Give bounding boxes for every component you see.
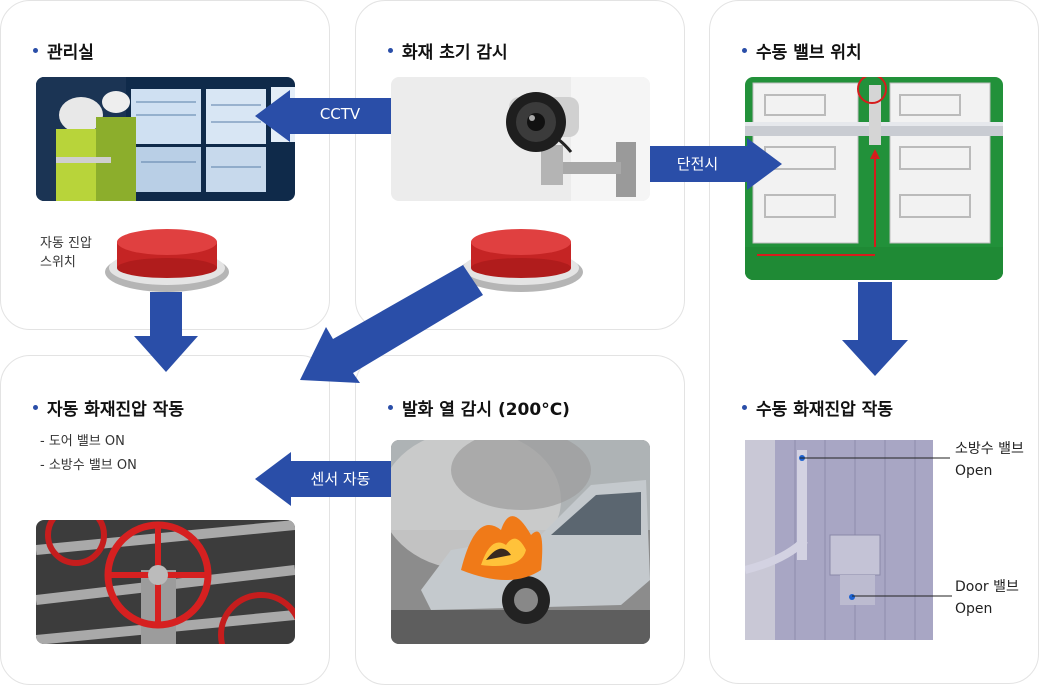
detail-door-valve: - 도어 밸브 ON <box>40 434 125 449</box>
control-room-photo <box>36 77 295 201</box>
title-valve-position: 수동 밸브 위치 <box>742 38 862 63</box>
red-push-button-center <box>459 229 583 292</box>
title-manual-suppress: 수동 화재진압 작동 <box>742 395 893 420</box>
switch-label-line2: 스위치 <box>40 255 76 270</box>
sensor-arrow-label: 센서 자동 <box>310 470 371 488</box>
valve-diagram <box>745 77 1003 280</box>
power-cut-arrow-label: 단전시 <box>676 155 719 173</box>
title-early-detect: 화재 초기 감시 <box>388 38 508 63</box>
diagonal-arrow <box>300 265 483 383</box>
door-valve-callout: Door 밸브 Open <box>955 579 1019 617</box>
fire-valve-leader-line <box>800 457 950 459</box>
sensor-arrow <box>255 452 391 506</box>
bullet-dot <box>388 48 393 53</box>
cctv-camera-photo <box>391 77 650 201</box>
door-valve-leader-line <box>852 595 952 597</box>
title-heat-detect: 발화 열 감시 (200°C) <box>388 395 570 420</box>
title-auto-suppress: 자동 화재진압 작동 <box>33 395 184 420</box>
bullet-dot <box>33 48 38 53</box>
burning-car-photo <box>391 440 650 644</box>
bullet-dot <box>33 405 38 410</box>
down-arrow-left <box>134 292 198 372</box>
fire-valve-callout: 소방수 밸브 Open <box>955 441 1024 479</box>
container-unit-photo <box>745 440 933 644</box>
detail-fire-valve: - 소방수 밸브 ON <box>40 458 137 473</box>
power-cut-arrow <box>650 138 782 190</box>
down-arrow-right <box>842 282 908 376</box>
bullet-dot <box>388 405 393 410</box>
cctv-arrow-label: CCTV <box>319 105 361 123</box>
title-control-room: 관리실 <box>33 38 94 63</box>
bullet-dot <box>742 48 747 53</box>
switch-label-line1: 자동 진압 <box>40 236 92 251</box>
bullet-dot <box>742 405 747 410</box>
cctv-arrow <box>255 90 391 142</box>
red-valve-photo <box>36 520 295 644</box>
red-push-button-left <box>105 229 229 292</box>
